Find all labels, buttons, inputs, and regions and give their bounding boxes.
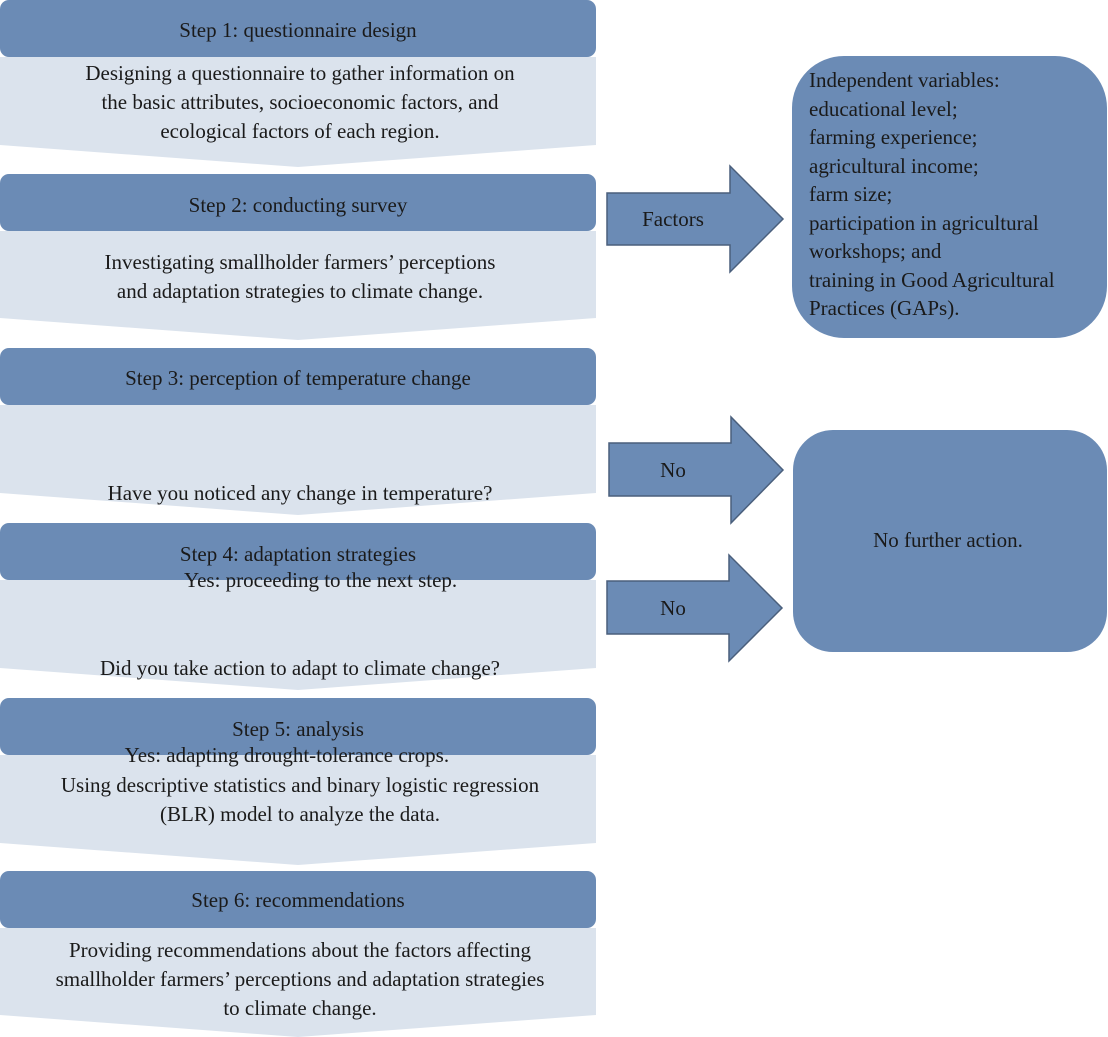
step-2-title: Step 2: conducting survey — [188, 193, 408, 217]
factors-arrow-label: Factors — [642, 207, 704, 231]
step-6-line: smallholder farmers’ perceptions and ada… — [55, 967, 545, 991]
step-4-line: Did you take action to adapt to climate … — [99, 656, 500, 680]
independent-variable-item: farming experience; — [809, 125, 978, 149]
independent-variable-item: Practices (GAPs). — [809, 296, 960, 320]
no-arrow-step3-label: No — [660, 458, 686, 482]
independent-variable-item: training in Good Agricultural — [809, 267, 1055, 292]
independent-variables-heading: Independent variables: — [809, 68, 1000, 92]
step-1-line: ecological factors of each region. — [160, 119, 440, 143]
step-4-title: Step 4: adaptation strategies — [179, 542, 417, 566]
no-arrow-step4 — [606, 553, 784, 663]
no-further-action-text: No further action. — [873, 528, 1023, 552]
step-4-header-shape — [0, 523, 596, 580]
step-4-description: Did you take action to adapt to climate … — [0, 596, 600, 799]
independent-variable-item: educational level; — [809, 96, 958, 121]
no-further-action-box — [793, 430, 1107, 652]
step-1-title: Step 1: questionnaire design — [179, 18, 417, 42]
independent-variables-box — [792, 56, 1107, 338]
step-4-line: Yes: adapting drought-tolerance crops. — [124, 743, 476, 767]
step-5-body-shape — [0, 755, 596, 865]
step-4-body-shape — [0, 580, 596, 690]
step-5-description: Using descriptive statistics and binary … — [0, 771, 600, 829]
step-2-header-shape — [0, 174, 596, 231]
step-3-body-shape — [0, 405, 596, 515]
step-5-line: (BLR) model to analyze the data. — [160, 802, 440, 826]
step-5-title: Step 5: analysis — [232, 717, 364, 741]
independent-variable-item: workshops; and — [809, 239, 942, 263]
no-arrow-step3 — [608, 415, 785, 525]
step-2-line: and adaptation strategies to climate cha… — [116, 279, 484, 303]
step-6-body-shape — [0, 928, 596, 1037]
step-1-line: the basic attributes, socioeconomic fact… — [101, 90, 499, 114]
step-1-description: Designing a questionnaire to gather info… — [0, 59, 600, 146]
step-2-body-shape — [0, 231, 596, 340]
step-5-line: Using descriptive statistics and binary … — [60, 773, 540, 797]
step-1-body-shape — [0, 57, 596, 167]
independent-variable-item: agricultural income; — [809, 153, 979, 178]
step-6-line: Providing recommendations about the fact… — [68, 938, 532, 962]
step-2-line: Investigating smallholder farmers’ perce… — [104, 250, 496, 274]
step-3-header-shape — [0, 348, 596, 405]
step-6-description: Providing recommendations about the fact… — [0, 936, 600, 1023]
independent-variables-text: Independent variables: educational level… — [809, 66, 1104, 323]
step-5-header-shape — [0, 698, 596, 755]
factors-arrow — [606, 164, 785, 274]
step-3-line: Yes: proceeding to the next step. — [142, 568, 458, 592]
step-1-line: Designing a questionnaire to gather info… — [85, 61, 515, 85]
step-1-header-shape — [0, 0, 596, 57]
step-3-description: Have you noticed any change in temperatu… — [0, 421, 600, 624]
step-2-description: Investigating smallholder farmers’ perce… — [0, 248, 600, 306]
independent-variable-item: farm size; — [809, 182, 893, 206]
step-3-line: Have you noticed any change in temperatu… — [107, 481, 493, 505]
step-6-line: to climate change. — [223, 996, 377, 1020]
step-6-header-shape — [0, 871, 596, 928]
independent-variable-item: participation in agricultural — [809, 210, 1039, 235]
no-arrow-step4-label: No — [660, 596, 686, 620]
step-6-title: Step 6: recommendations — [191, 888, 405, 912]
step-3-title: Step 3: perception of temperature change — [125, 366, 471, 390]
